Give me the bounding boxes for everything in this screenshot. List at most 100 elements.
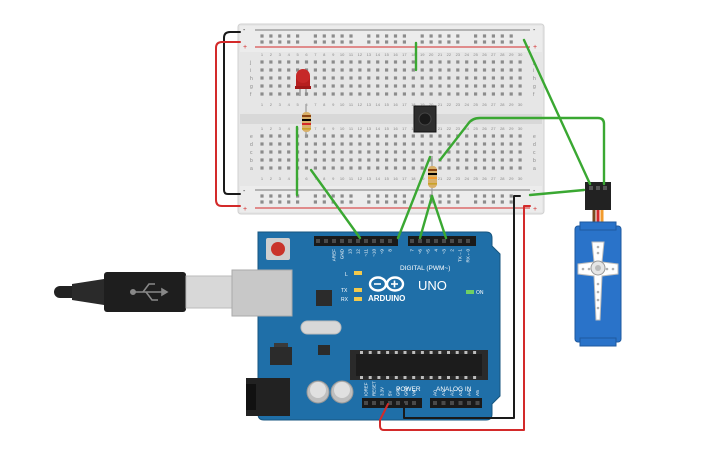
breadboard-hole[interactable]	[411, 134, 415, 138]
wire-red-left-rail[interactable]	[215, 41, 241, 207]
header-pin[interactable]	[332, 239, 336, 243]
breadboard-hole[interactable]	[474, 84, 478, 88]
breadboard-hole[interactable]	[429, 134, 433, 138]
rail-hole[interactable]	[340, 200, 344, 204]
breadboard-hole[interactable]	[278, 166, 282, 170]
breadboard-hole[interactable]	[304, 150, 309, 154]
rail-hole[interactable]	[482, 200, 487, 204]
breadboard-hole[interactable]	[402, 76, 406, 80]
breadboard-hole[interactable]	[447, 68, 451, 72]
header-pin[interactable]	[458, 239, 462, 243]
breadboard-hole[interactable]	[376, 150, 380, 154]
rail-hole[interactable]	[438, 40, 442, 44]
breadboard-hole[interactable]	[278, 150, 282, 154]
breadboard-hole[interactable]	[367, 92, 371, 96]
breadboard-hole[interactable]	[509, 76, 513, 80]
breadboard-hole[interactable]	[278, 84, 282, 88]
breadboard-hole[interactable]	[313, 134, 317, 138]
header-pin[interactable]	[324, 239, 328, 243]
breadboard-hole[interactable]	[500, 92, 504, 96]
breadboard-hole[interactable]	[482, 142, 487, 146]
breadboard-hole[interactable]	[491, 60, 495, 64]
header-pin[interactable]	[466, 239, 470, 243]
breadboard-hole[interactable]	[447, 134, 451, 138]
breadboard-hole[interactable]	[411, 60, 415, 64]
rail-hole[interactable]	[322, 40, 326, 44]
breadboard-hole[interactable]	[429, 84, 433, 88]
breadboard-hole[interactable]	[500, 158, 504, 162]
header-pin[interactable]	[442, 239, 446, 243]
breadboard-hole[interactable]	[260, 92, 264, 96]
breadboard-hole[interactable]	[438, 134, 442, 138]
breadboard-hole[interactable]	[322, 134, 326, 138]
rail-hole[interactable]	[278, 40, 282, 44]
breadboard-hole[interactable]	[411, 150, 415, 154]
rail-hole[interactable]	[367, 200, 371, 204]
breadboard-hole[interactable]	[313, 150, 317, 154]
breadboard-hole[interactable]	[456, 142, 460, 146]
breadboard-hole[interactable]	[465, 158, 469, 162]
rail-hole[interactable]	[278, 194, 282, 198]
breadboard-hole[interactable]	[518, 134, 522, 138]
rail-hole[interactable]	[296, 200, 300, 204]
rail-hole[interactable]	[509, 200, 513, 204]
breadboard-hole[interactable]	[322, 92, 326, 96]
resistor-button[interactable]	[428, 156, 437, 196]
breadboard-hole[interactable]	[269, 150, 273, 154]
rail-hole[interactable]	[296, 40, 300, 44]
rail-hole[interactable]	[385, 194, 389, 198]
breadboard-hole[interactable]	[322, 68, 326, 72]
breadboard-hole[interactable]	[456, 68, 460, 72]
breadboard-hole[interactable]	[269, 68, 273, 72]
breadboard-hole[interactable]	[260, 134, 264, 138]
breadboard-hole[interactable]	[340, 166, 344, 170]
breadboard-hole[interactable]	[500, 142, 504, 146]
breadboard-hole[interactable]	[367, 166, 371, 170]
breadboard-hole[interactable]	[500, 134, 504, 138]
breadboard-hole[interactable]	[349, 150, 353, 154]
rail-hole[interactable]	[313, 194, 317, 198]
breadboard-hole[interactable]	[518, 84, 522, 88]
breadboard-hole[interactable]	[465, 60, 469, 64]
breadboard-hole[interactable]	[420, 142, 424, 146]
breadboard-hole[interactable]	[420, 134, 424, 138]
breadboard-hole[interactable]	[447, 158, 451, 162]
breadboard-hole[interactable]	[420, 92, 424, 96]
rail-hole[interactable]	[420, 194, 424, 198]
breadboard-hole[interactable]	[438, 150, 442, 154]
rail-hole[interactable]	[322, 34, 326, 38]
breadboard-hole[interactable]	[518, 142, 522, 146]
breadboard-hole[interactable]	[509, 150, 513, 154]
breadboard-hole[interactable]	[491, 84, 495, 88]
breadboard-hole[interactable]	[411, 68, 415, 72]
header-pin[interactable]	[458, 401, 463, 405]
breadboard-hole[interactable]	[465, 84, 469, 88]
breadboard-hole[interactable]	[491, 150, 495, 154]
rail-hole[interactable]	[500, 200, 504, 204]
breadboard-hole[interactable]	[500, 150, 504, 154]
rail-hole[interactable]	[287, 200, 291, 204]
breadboard-hole[interactable]	[287, 60, 291, 64]
breadboard-hole[interactable]	[491, 166, 495, 170]
breadboard-hole[interactable]	[385, 76, 389, 80]
breadboard-hole[interactable]	[331, 84, 335, 88]
breadboard-hole[interactable]	[456, 60, 460, 64]
rail-hole[interactable]	[278, 200, 282, 204]
rail-hole[interactable]	[491, 200, 495, 204]
breadboard-hole[interactable]	[482, 68, 487, 72]
rail-hole[interactable]	[456, 194, 460, 198]
breadboard-hole[interactable]	[447, 76, 451, 80]
breadboard-hole[interactable]	[340, 68, 344, 72]
pushbutton[interactable]	[413, 105, 437, 133]
header-pin[interactable]	[410, 239, 414, 243]
breadboard-hole[interactable]	[367, 60, 371, 64]
breadboard-hole[interactable]	[385, 158, 389, 162]
rail-hole[interactable]	[278, 34, 282, 38]
rail-hole[interactable]	[500, 40, 504, 44]
breadboard-hole[interactable]	[429, 158, 433, 162]
breadboard-hole[interactable]	[358, 60, 362, 64]
breadboard-hole[interactable]	[376, 158, 380, 162]
header-pin[interactable]	[364, 401, 368, 405]
breadboard-hole[interactable]	[500, 60, 504, 64]
rail-hole[interactable]	[385, 40, 389, 44]
